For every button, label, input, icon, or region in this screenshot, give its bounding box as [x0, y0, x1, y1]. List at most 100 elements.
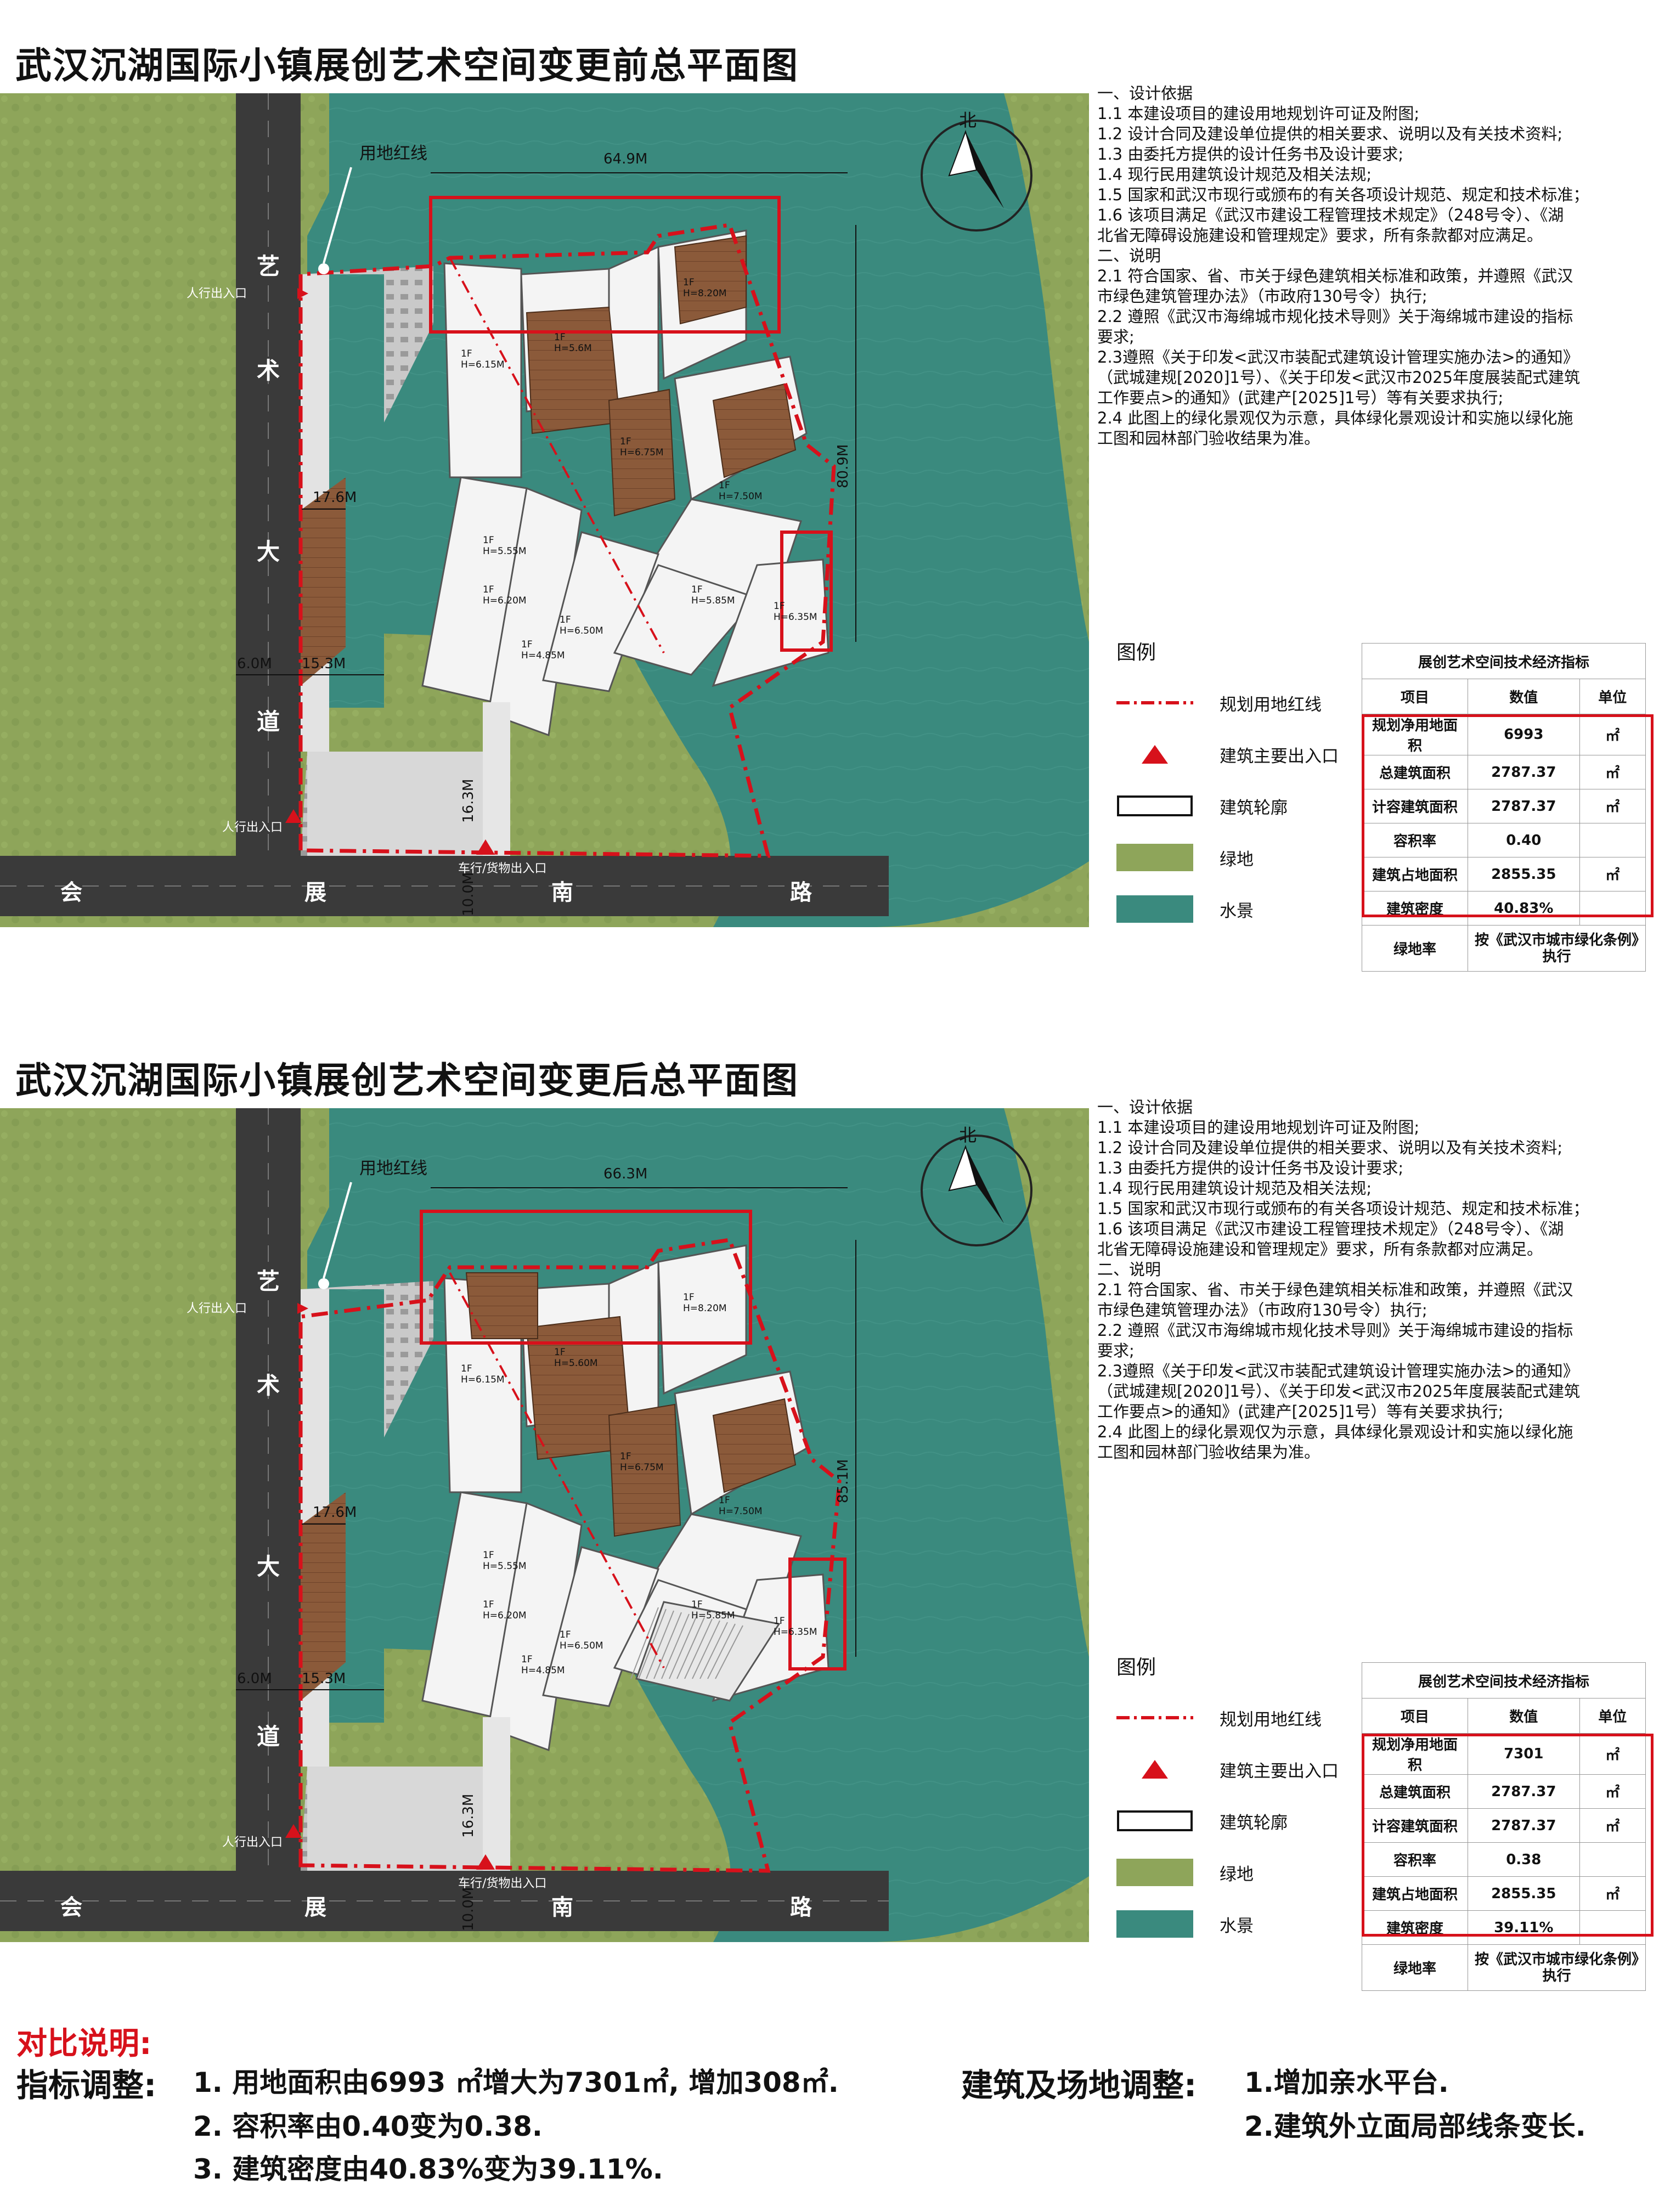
- table-header: 项目: [1362, 679, 1468, 714]
- table-cell: 按《武汉市城市绿化条例》执行: [1467, 925, 1646, 972]
- note-line: 1.6 该项目满足《武汉市建设工程管理技术规定》（248号令）、《湖: [1097, 1220, 1564, 1238]
- dim-17-6: 17.6M: [313, 489, 357, 506]
- table-row: 绿地率按《武汉市城市绿化条例》执行: [1362, 925, 1646, 972]
- legend-label: 规划用地红线: [1220, 1709, 1322, 1730]
- note-line: 1.1 本建设项目的建设用地规划许可证及附图;: [1097, 104, 1420, 123]
- table-cell: 计容建筑面积: [1362, 1808, 1468, 1843]
- note-line: 市绿色建筑管理办法》（市政府130号令）执行;: [1097, 1301, 1427, 1319]
- outline-swatch: [1116, 1807, 1193, 1835]
- note-line: 北省无障碍设施建设和管理规定》要求，所有条款都对应满足。: [1097, 226, 1543, 245]
- note-line: 2.1 符合国家、省、市关于绿色建筑相关标准和政策，并遵照《武汉: [1097, 1280, 1573, 1299]
- wood-deck: [526, 306, 621, 435]
- table-cell: 2855.35: [1467, 857, 1580, 891]
- lawn-swatch: [1116, 844, 1193, 871]
- note-line: 市绿色建筑管理办法》（市政府130号令）执行;: [1097, 287, 1427, 306]
- table-cell: 2787.37: [1467, 1808, 1580, 1843]
- dim-width: 64.9M: [603, 151, 647, 167]
- table-cell: 总建筑面积: [1362, 1774, 1468, 1809]
- note-line: 1.6 该项目满足《武汉市建设工程管理技术规定》（248号令）、《湖: [1097, 206, 1564, 224]
- note-line: 2.2 遵照《武汉市海绵城市规化技术导则》关于海绵城市建设的指标: [1097, 1321, 1573, 1340]
- dim-17-6: 17.6M: [313, 1504, 357, 1521]
- north-arrow-icon: [921, 1135, 1032, 1246]
- note-line: 2.2 遵照《武汉市海绵城市规化技术导则》关于海绵城市建设的指标: [1097, 307, 1573, 326]
- redline-swatch: [1116, 689, 1193, 716]
- comparison-heading: 对比说明:: [16, 2026, 152, 2062]
- table-cell: ㎡: [1579, 857, 1646, 891]
- dim-height: 80.9M: [835, 444, 851, 488]
- road-west-char: 道: [257, 708, 280, 735]
- wood-deck: [465, 1272, 538, 1339]
- waterfront-platform: [635, 1601, 781, 1702]
- dim-15-3: 15.3M: [302, 656, 346, 672]
- dim-6-0: 6.0M: [237, 1671, 272, 1687]
- vehicle-entrance-label: 车行/货物出入口: [458, 862, 546, 876]
- note-line: 2.4 此图上的绿化景观仅为示意，具体绿化景观设计和实施以绿化施: [1097, 1423, 1573, 1441]
- legend-item: 绿地: [1116, 844, 1254, 871]
- table-cell: 40.83%: [1467, 891, 1580, 926]
- note-line: （武城建规[2020]1号）、《关于印发<武汉市2025年度展装配式建筑: [1097, 1382, 1580, 1401]
- legend-item: 建筑轮廓: [1116, 792, 1288, 820]
- legend-label: 规划用地红线: [1220, 695, 1322, 715]
- road-west-char: 艺: [257, 253, 280, 280]
- table-cell: 建筑占地面积: [1362, 857, 1468, 891]
- table-cell: ㎡: [1579, 714, 1646, 755]
- road-south-char: 南: [551, 880, 573, 905]
- table-cell: 建筑占地面积: [1362, 1876, 1468, 1911]
- ped-entrance-triangle-icon: [285, 809, 302, 823]
- road-south-char: 会: [60, 1895, 82, 1920]
- dim-6-0: 6.0M: [237, 656, 272, 672]
- road-west-char: 大: [257, 1553, 280, 1580]
- note-line: （武城建规[2020]1号）、《关于印发<武汉市2025年度展装配式建筑: [1097, 368, 1580, 387]
- note-line: 1.2 设计合同及建设单位提供的相关要求、说明以及有关技术资料;: [1097, 1138, 1563, 1157]
- legend-item: 建筑主要出入口: [1116, 1756, 1339, 1783]
- table-cell: 容积率: [1362, 823, 1468, 857]
- index-item-3: 3. 建筑密度由40.83%变为39.11%.: [193, 2153, 663, 2185]
- table-caption: 展创艺术空间技术经济指标: [1362, 643, 1646, 679]
- table-header: 单位: [1579, 679, 1646, 714]
- highlight-box-east: [780, 531, 833, 652]
- legend-heading: 图例: [1116, 1656, 1156, 1679]
- water-swatch: [1116, 1910, 1193, 1938]
- redline-label: 用地红线: [359, 1159, 427, 1178]
- ped-entrance-label-north: 人行出入口: [187, 1302, 247, 1316]
- note-line: 2.1 符合国家、省、市关于绿色建筑相关标准和政策，并遵照《武汉: [1097, 267, 1573, 285]
- road-south-char: 会: [60, 880, 82, 905]
- road-west-char: 艺: [257, 1268, 280, 1295]
- table-cell: 0.40: [1467, 823, 1580, 857]
- redline-label: 用地红线: [359, 144, 427, 163]
- table-cell: 计容建筑面积: [1362, 789, 1468, 823]
- building-item-1: 1.增加亲水平台.: [1244, 2067, 1449, 2098]
- entrance-triangle-icon: [1116, 741, 1193, 768]
- legend-item: 建筑主要出入口: [1116, 741, 1339, 768]
- table-header: 单位: [1579, 1698, 1646, 1734]
- vehicle-entrance-triangle-icon: [476, 839, 495, 855]
- legend-label: 建筑主要出入口: [1220, 1761, 1339, 1781]
- table-cell: ㎡: [1579, 1774, 1646, 1809]
- legend-after: 图例规划用地红线建筑主要出入口建筑轮廓绿地水景: [1116, 1651, 1358, 1948]
- note-line: 2.4 此图上的绿化景观仅为示意，具体绿化景观设计和实施以绿化施: [1097, 409, 1573, 427]
- ped-entrance-flag-icon: [297, 1303, 308, 1314]
- legend-heading: 图例: [1116, 641, 1156, 664]
- legend-item: 规划用地红线: [1116, 1704, 1322, 1731]
- legend-item: 绿地: [1116, 1859, 1254, 1886]
- table-cell: 容积率: [1362, 1842, 1468, 1877]
- legend-item: 水景: [1116, 1910, 1254, 1938]
- note-line: 1.1 本建设项目的建设用地规划许可证及附图;: [1097, 1118, 1420, 1137]
